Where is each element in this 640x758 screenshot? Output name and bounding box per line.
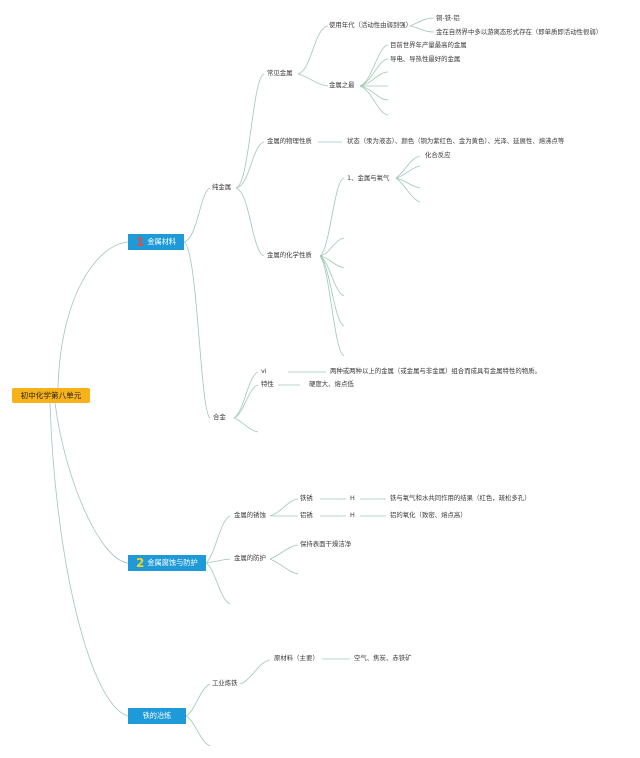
branch-iron-smelting[interactable]: 铁的冶炼	[128, 708, 186, 724]
node-keep-dry[interactable]: 保持表面干燥洁净	[300, 540, 352, 548]
node-raw-materials[interactable]: 原材料（主要）	[274, 654, 319, 662]
node-metal-oxygen[interactable]: 1、金属与氧气	[347, 174, 390, 182]
branch-label: 金属材料	[147, 237, 177, 246]
node-combination-reaction[interactable]: 化合反应	[425, 151, 451, 159]
node-corrosion[interactable]: 金属的锈蚀	[234, 511, 266, 519]
node-aluminum-rust[interactable]: 铝锈	[300, 511, 313, 519]
priority-1-badge: 1	[136, 235, 145, 249]
node-chemical-properties[interactable]: 金属的化学性质	[267, 251, 312, 259]
node-alloy-property-text[interactable]: 硬度大、熔点低	[309, 380, 354, 388]
branch-metal-materials[interactable]: 1 金属材料	[128, 234, 184, 250]
node-physical-text[interactable]: 状态（汞为液态）、颜色（铜为紫红色、金为黄色）、光泽、延展性、熔沸点等	[347, 137, 565, 145]
node-alloy-definition[interactable]: 两种或两种以上的金属（或金属与非金属）组合而成具有金属特性的物质。	[330, 367, 541, 375]
node-iron-tag[interactable]: H	[350, 494, 355, 502]
node-protection[interactable]: 金属的防护	[234, 554, 266, 562]
node-aluminum-rust-text[interactable]: 铝的氧化（致密、熔点高）	[390, 511, 467, 519]
node-era-order[interactable]: 铜-铁-铝	[436, 14, 460, 22]
branch-label: 铁的冶炼	[142, 711, 172, 720]
root-topic[interactable]: 初中化学第八单元	[12, 388, 90, 403]
node-iron-rust[interactable]: 铁锈	[300, 494, 313, 502]
node-alloy-def-tag[interactable]: vi	[261, 367, 267, 375]
branch-label: 金属腐蚀与防护	[147, 558, 198, 567]
branch-corrosion-protection[interactable]: 2 金属腐蚀与防护	[128, 555, 206, 571]
node-alloy[interactable]: 合金	[213, 413, 226, 421]
node-iron-rust-text[interactable]: 铁与氧气和水共同作用的结果（红色，疏松多孔）	[390, 494, 531, 502]
node-physical-properties[interactable]: 金属的物理性质	[267, 137, 312, 145]
node-raw-materials-text[interactable]: 空气、焦炭、赤铁矿	[354, 654, 412, 662]
node-best-conductor[interactable]: 导电、导热性最好的金属	[390, 55, 461, 63]
node-alloy-property[interactable]: 特性	[261, 380, 274, 388]
node-common-metals[interactable]: 常见金属	[267, 69, 293, 77]
node-aluminum-tag[interactable]: H	[350, 511, 355, 519]
priority-2-badge: 2	[136, 556, 145, 570]
node-highest-output[interactable]: 目前世界年产量最高的金属	[390, 41, 467, 49]
node-gold-note[interactable]: 金在自然界中多以游离态形式存在（即单质即活动性很弱）	[436, 28, 603, 36]
node-usage-era[interactable]: 使用年代（活动性由弱到强）	[329, 21, 413, 29]
node-industrial-smelting[interactable]: 工业炼铁	[212, 679, 238, 687]
node-metal-records[interactable]: 金属之最	[329, 81, 355, 89]
node-pure-metal[interactable]: 纯金属	[212, 183, 232, 191]
